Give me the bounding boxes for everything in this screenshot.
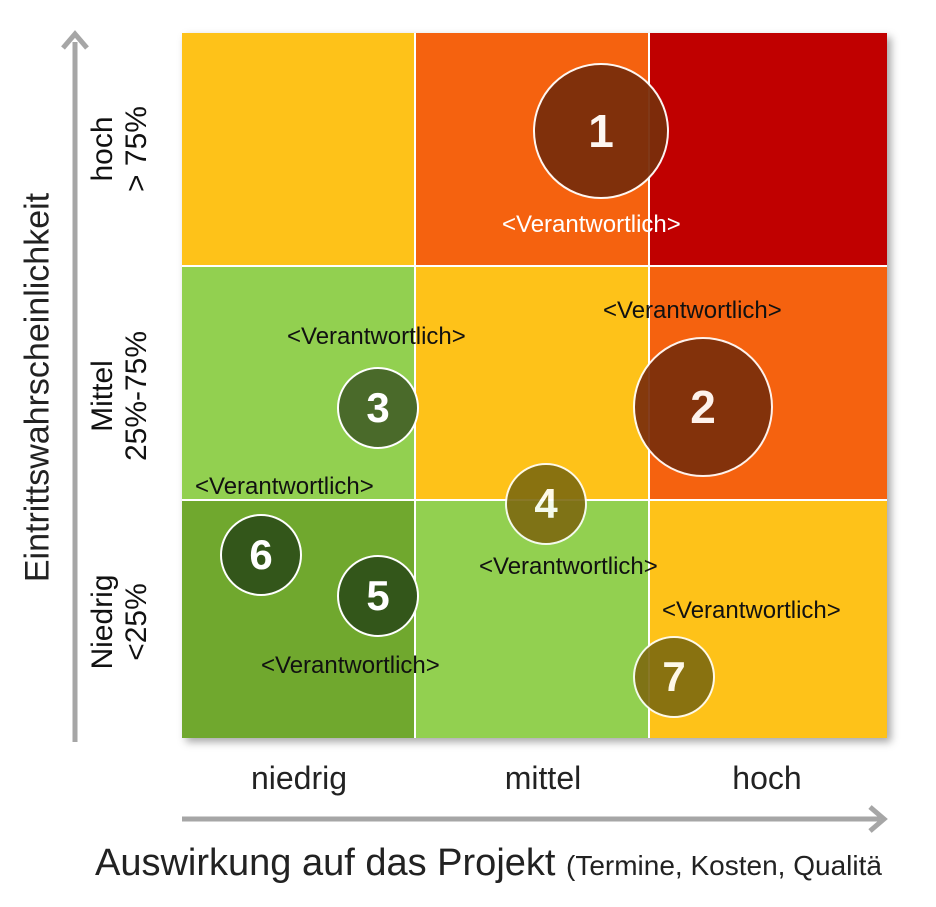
risk-2-responsible-label: <Verantwortlich> xyxy=(603,297,782,324)
x-axis-title: Auswirkung auf das Projekt (Termine, Kos… xyxy=(95,842,882,885)
risk-7-responsible-label: <Verantwortlich> xyxy=(662,597,841,624)
risk-1-responsible-label: <Verantwortlich> xyxy=(502,211,681,238)
risk-4-responsible-label: <Verantwortlich> xyxy=(479,553,658,580)
row-label-medium: Mittel 25%-75% xyxy=(86,316,154,476)
risk-2-circle: 2 xyxy=(633,337,773,477)
risk-6-responsible-label: <Verantwortlich> xyxy=(195,473,374,500)
row-label-low-line2: <25% xyxy=(120,583,153,661)
x-axis-arrow xyxy=(182,805,888,833)
y-axis-arrow xyxy=(61,30,89,742)
risk-7-circle: 7 xyxy=(633,636,715,718)
y-axis-title: Eintrittswahrscheinlichkeit xyxy=(18,192,57,583)
row-label-low: Niedrig <25% xyxy=(86,557,154,687)
cell-medium-medium xyxy=(416,267,650,501)
row-label-low-line1: Niedrig xyxy=(86,574,119,670)
risk-6-circle: 6 xyxy=(220,514,302,596)
x-axis-title-subtitle: (Termine, Kosten, Qualitä xyxy=(566,850,882,881)
risk-3-responsible-label: <Verantwortlich> xyxy=(287,323,466,350)
risk-3-circle: 3 xyxy=(337,367,419,449)
x-axis-title-main: Auswirkung auf das Projekt xyxy=(95,842,556,884)
column-label-medium: mittel xyxy=(504,760,582,796)
column-label-low: niedrig xyxy=(250,760,348,796)
row-label-medium-line1: Mittel xyxy=(86,360,119,432)
cell-high-low xyxy=(182,33,416,267)
risk-5-circle: 5 xyxy=(337,555,419,637)
row-label-high: hoch > 75% xyxy=(86,84,154,214)
row-label-medium-line2: 25%-75% xyxy=(120,330,153,462)
risk-4-circle: 4 xyxy=(505,463,587,545)
row-label-high-line1: hoch xyxy=(86,116,119,182)
risk-5-responsible-label: <Verantwortlich> xyxy=(261,652,440,679)
row-label-high-line2: > 75% xyxy=(120,106,153,192)
cell-high-high xyxy=(650,33,887,267)
risk-1-circle: 1 xyxy=(533,63,669,199)
column-label-high: hoch xyxy=(732,760,802,796)
